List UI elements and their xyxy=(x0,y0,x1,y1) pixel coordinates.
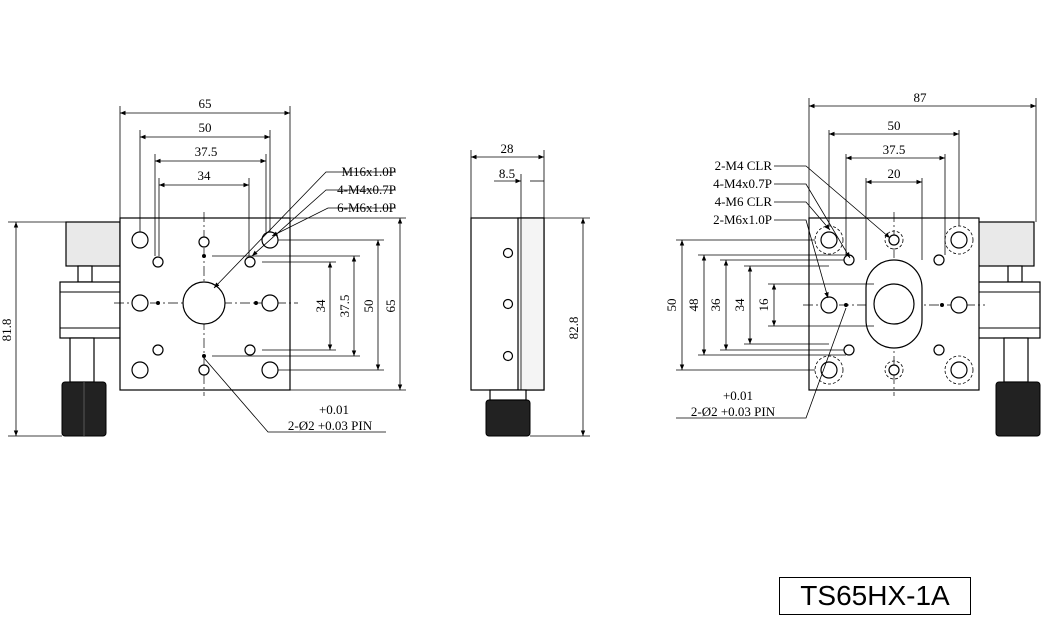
front-dim-width: 65 xyxy=(199,96,212,111)
rear-dim-width: 87 xyxy=(914,90,928,105)
rear-hole xyxy=(888,234,900,246)
side-hole xyxy=(502,350,514,362)
rear-micrometer-knob xyxy=(995,381,1041,437)
front-center-bore xyxy=(182,281,226,325)
front-hole xyxy=(131,361,149,379)
rear-hole xyxy=(820,231,838,249)
front-callout: 4-M4x0.7P xyxy=(337,182,396,197)
front-micrometer-collar xyxy=(77,265,93,283)
model-label: TS65HX-1A xyxy=(779,577,971,615)
rear-dim-width: 37.5 xyxy=(883,142,906,157)
rear-hole xyxy=(950,296,968,314)
rear-callout: 4-M6 CLR xyxy=(715,194,773,209)
front-hole xyxy=(244,344,256,356)
rear-view: 87 50 37.5 20 50 48 36 34 16 2-M4 CLR 4-… xyxy=(664,90,1041,437)
front-micrometer-housing xyxy=(65,221,121,267)
front-micrometer-sleeve xyxy=(69,337,95,383)
rear-hole xyxy=(950,231,968,249)
front-view: 65 50 37.5 34 34 37.5 50 65 81.8 M16x1.0… xyxy=(0,96,406,437)
front-hole xyxy=(261,294,279,312)
rear-hole xyxy=(843,344,855,356)
side-hole xyxy=(502,298,514,310)
rear-hole xyxy=(950,361,968,379)
rear-dim-height: 16 xyxy=(756,298,771,312)
rear-hole xyxy=(820,296,838,314)
side-micrometer-knob xyxy=(485,399,531,437)
front-hole xyxy=(244,256,256,268)
front-dim-height: 37.5 xyxy=(337,295,352,318)
front-dim-width: 34 xyxy=(198,168,212,183)
front-dim-height: 34 xyxy=(313,299,328,313)
rear-dim-height: 34 xyxy=(732,298,747,312)
front-hole xyxy=(152,256,164,268)
rear-pin-label: 2-Ø2 +0.03 PIN xyxy=(691,404,776,419)
rear-dim-height: 48 xyxy=(686,299,701,312)
rear-dim-width: 50 xyxy=(888,118,901,133)
rear-pin-tolerance: +0.01 xyxy=(723,388,753,403)
rear-micrometer-collar xyxy=(1007,265,1023,283)
front-dim-width: 50 xyxy=(199,120,212,135)
front-clamp-block xyxy=(59,281,121,339)
rear-dim-height: 50 xyxy=(664,299,679,312)
side-view: 28 8.5 82.8 xyxy=(470,141,590,437)
side-dim-width: 28 xyxy=(501,141,514,156)
front-dim-width: 37.5 xyxy=(195,144,218,159)
side-dim-overall-height: 82.8 xyxy=(566,317,581,340)
front-callout: 6-M6x1.0P xyxy=(337,200,396,215)
rear-callout: 4-M4x0.7P xyxy=(713,176,772,191)
front-hole xyxy=(198,364,210,376)
rear-center-bore xyxy=(873,283,915,325)
front-dim-overall-height: 81.8 xyxy=(0,319,14,342)
rear-hole xyxy=(933,344,945,356)
rear-callout: 2-M6x1.0P xyxy=(713,212,772,227)
rear-micrometer-sleeve xyxy=(1003,337,1029,383)
rear-callout: 2-M4 CLR xyxy=(715,158,773,173)
front-hole xyxy=(261,361,279,379)
front-pin-label: 2-Ø2 +0.03 PIN xyxy=(288,418,373,433)
front-hole xyxy=(131,231,149,249)
rear-hole xyxy=(933,254,945,266)
rear-clamp-block xyxy=(977,281,1041,339)
front-hole xyxy=(152,344,164,356)
front-dim-height: 50 xyxy=(361,300,376,313)
front-callout: M16x1.0P xyxy=(341,164,396,179)
rear-micrometer-housing xyxy=(977,221,1035,267)
front-hole xyxy=(198,236,210,248)
rear-dim-width: 20 xyxy=(888,166,901,181)
side-dim-width: 8.5 xyxy=(499,166,515,181)
front-hole xyxy=(131,294,149,312)
rear-dim-height: 36 xyxy=(708,298,723,312)
rear-hole xyxy=(888,364,900,376)
front-pin-tolerance: +0.01 xyxy=(319,402,349,417)
side-hole xyxy=(502,247,514,259)
front-dim-height: 65 xyxy=(383,300,398,313)
